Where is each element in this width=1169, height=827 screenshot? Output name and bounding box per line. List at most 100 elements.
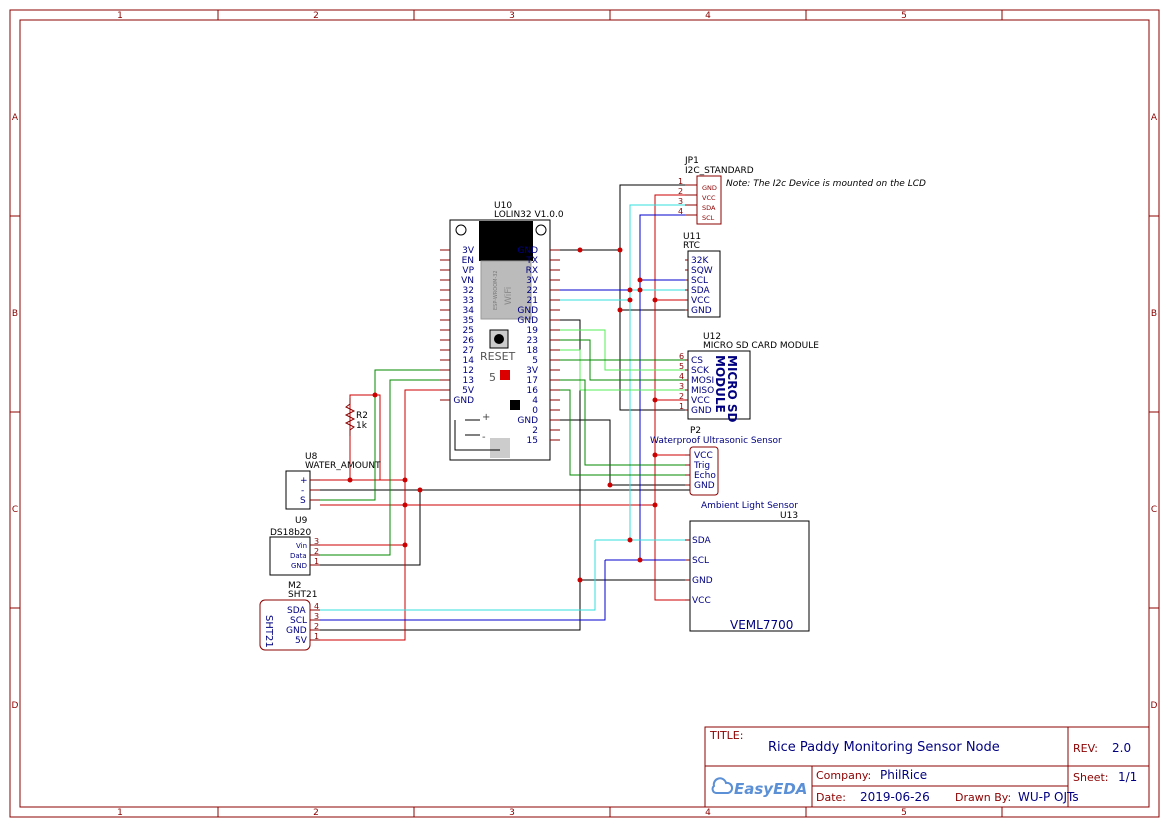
pin-label: VCC xyxy=(694,451,713,461)
pin-label: SCK xyxy=(691,366,710,376)
u13-veml7700: Ambient Light Sensor U13 SDA SCL GND VCC… xyxy=(685,501,810,632)
pin-label: Vin xyxy=(296,542,307,550)
pin-label: 5V xyxy=(462,386,475,396)
date-label: Date: xyxy=(816,791,846,804)
title-label: TITLE: xyxy=(709,729,743,742)
u12-name: MICRO SD CARD MODULE xyxy=(703,341,819,351)
u10-ref: U10 xyxy=(494,201,512,211)
r2-resistor: R2 1k xyxy=(344,398,368,436)
drawing-frame: 1 2 3 4 5 1 2 3 4 5 A B C D A B C D xyxy=(9,9,1160,818)
u10-lolin32: U10 LOLIN32 V1.0.0 ESP-WROOM-32 WiFi RES… xyxy=(440,201,564,461)
col-label: 4 xyxy=(705,11,711,21)
pin-label: RX xyxy=(526,266,538,276)
pin-label: GND xyxy=(286,626,307,636)
title-block: TITLE: Rice Paddy Monitoring Sensor Node… xyxy=(704,726,1150,808)
pin-label: TX xyxy=(525,256,538,266)
schematic-title: Rice Paddy Monitoring Sensor Node xyxy=(768,740,1000,755)
pin-label: VCC xyxy=(691,396,710,406)
reset-label: RESET xyxy=(480,350,516,363)
r2-ref: R2 xyxy=(356,411,368,421)
pin-label: 35 xyxy=(463,316,474,326)
pin-label: 18 xyxy=(527,346,539,356)
pin-number: 3 xyxy=(314,537,319,546)
wires xyxy=(320,184,695,641)
pin-label: 32K xyxy=(691,256,709,266)
pin-label: 23 xyxy=(527,336,538,346)
col-label: 4 xyxy=(705,808,711,818)
col-label: 2 xyxy=(313,808,319,818)
svg-text:-: - xyxy=(482,432,486,443)
col-label: 1 xyxy=(117,808,123,818)
pin-label: 3V xyxy=(526,366,539,376)
row-label: C xyxy=(12,505,18,515)
col-label: 5 xyxy=(901,808,907,818)
pin-label: SCL xyxy=(702,214,715,222)
m2-ref: M2 xyxy=(288,581,302,591)
pin-label: 16 xyxy=(527,386,539,396)
u9-ref: U9 xyxy=(295,516,308,526)
pin-label: GND xyxy=(517,416,538,426)
wifi-marking: WiFi xyxy=(504,287,514,305)
pin-number: 3 xyxy=(314,612,319,621)
pin-number: 2 xyxy=(314,622,319,631)
pin-label: 33 xyxy=(463,296,474,306)
pin-label: 3V xyxy=(526,276,539,286)
pin-label: GND xyxy=(702,184,717,192)
jp1-name: I2C_STANDARD xyxy=(685,166,754,176)
lcd-note: Note: The I2c Device is mounted on the L… xyxy=(726,179,926,189)
pin-label: 32 xyxy=(463,286,474,296)
pin-label: SCL xyxy=(691,276,708,286)
pin-label: 26 xyxy=(463,336,475,346)
pin-number: 3 xyxy=(678,197,683,206)
p2-name: Waterproof Ultrasonic Sensor xyxy=(650,436,782,446)
row-label: A xyxy=(1151,113,1158,123)
pin-label: SCL xyxy=(692,556,709,566)
drawn-value: WU-P OJTs xyxy=(1018,790,1079,804)
pin-label: SQW xyxy=(691,266,713,276)
led-label: 5 xyxy=(489,371,496,384)
u12-body: MICRO SD xyxy=(725,355,739,422)
svg-text:+: + xyxy=(482,412,490,423)
pin-label: 14 xyxy=(463,356,475,366)
pin-label: 5 xyxy=(532,356,538,366)
pin-number: 3 xyxy=(679,382,684,391)
u13-body: VEML7700 xyxy=(730,618,793,632)
row-label: C xyxy=(1151,505,1157,515)
pin-label: 22 xyxy=(527,286,538,296)
row-label: B xyxy=(12,309,18,319)
col-label: 2 xyxy=(313,11,319,21)
pin-label: 5V xyxy=(295,636,308,646)
logo-text: EasyEDA xyxy=(734,780,807,798)
p2-ultrasonic: P2 Waterproof Ultrasonic Sensor VCCTrigE… xyxy=(650,426,782,496)
jp1-ref: JP1 xyxy=(684,156,699,166)
pin-number: 1 xyxy=(679,402,684,411)
rev-value: 2.0 xyxy=(1112,741,1131,755)
pin-label: SDA xyxy=(691,286,710,296)
u11-name: RTC xyxy=(683,241,700,251)
u8-water-amount: U8 WATER_AMOUNT + - S xyxy=(285,452,381,510)
pin-label: 25 xyxy=(463,326,474,336)
m2-sht21: M2 SHT21 SHT21 4 3 2 1 SDA SCL GND 5V xyxy=(259,581,320,651)
col-label: 1 xyxy=(117,11,123,21)
pin-label: SDA xyxy=(692,536,711,546)
pin-label: 19 xyxy=(527,326,539,336)
pin-label: VN xyxy=(461,276,474,286)
m2-name: SHT21 xyxy=(288,590,317,600)
u10-name: LOLIN32 V1.0.0 xyxy=(494,210,564,220)
pin-label: 17 xyxy=(527,376,538,386)
pin-label: VP xyxy=(462,266,474,276)
pin-number: 4 xyxy=(314,602,319,611)
pin-number: 5 xyxy=(679,362,684,371)
u9-ds18b20: U9 DS18b20 3 2 1 Vin Data GND xyxy=(269,516,320,576)
pin-label: GND xyxy=(517,246,538,256)
pin-label: 12 xyxy=(463,366,474,376)
pin-number: 1 xyxy=(314,557,319,566)
pin-label: 27 xyxy=(463,346,474,356)
pin-label: VCC xyxy=(702,194,716,202)
pin-label: GND xyxy=(517,306,538,316)
rev-label: REV: xyxy=(1073,742,1098,755)
pin-label: GND xyxy=(453,396,474,406)
junctions xyxy=(347,247,658,583)
